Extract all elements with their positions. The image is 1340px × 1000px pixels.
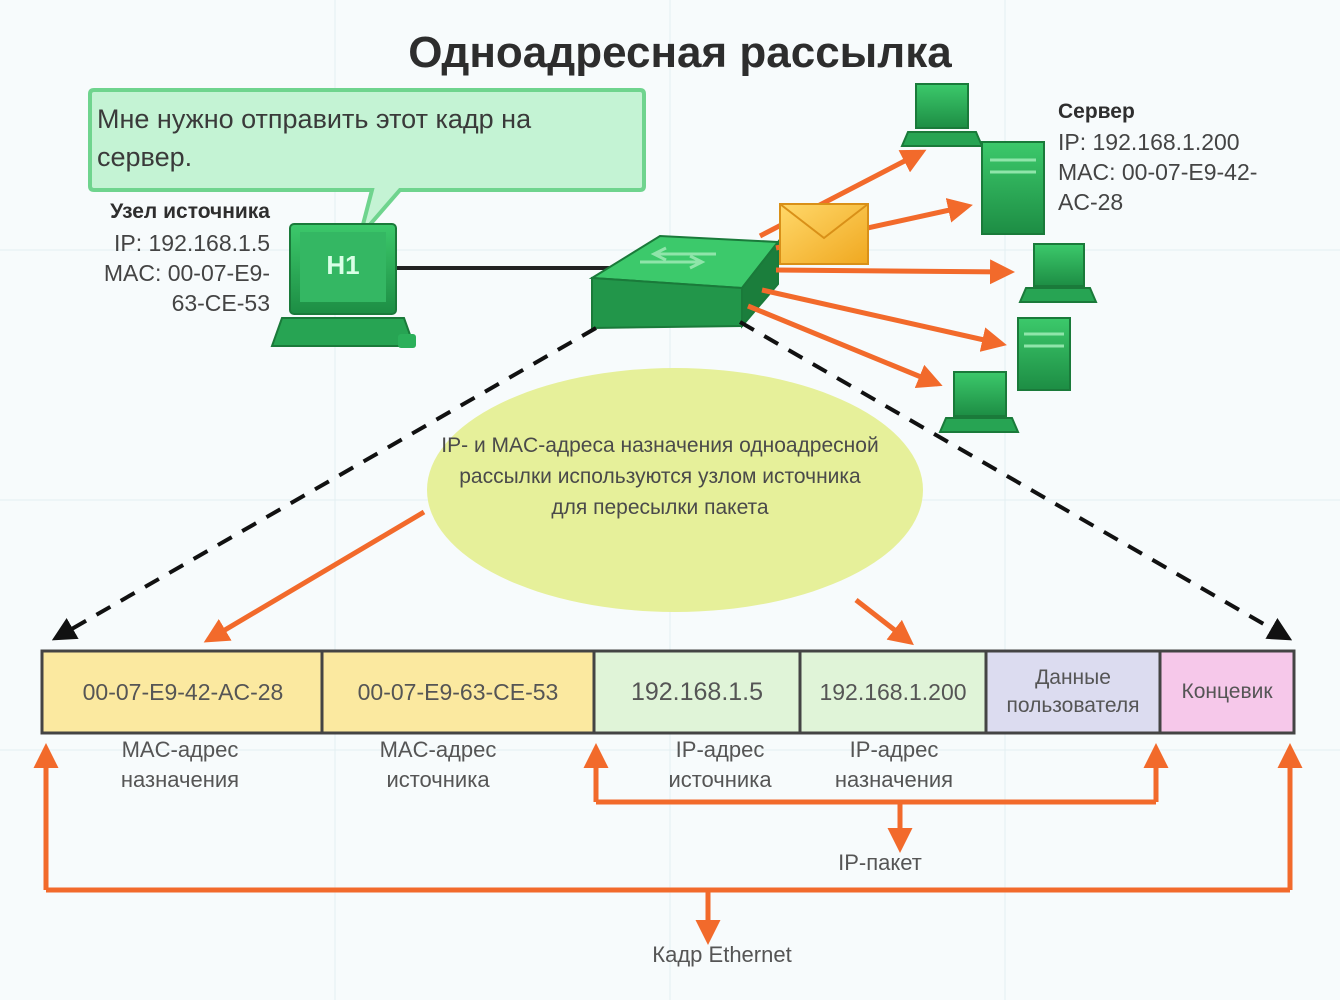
server-icon-lower [1017, 317, 1071, 391]
label-source-mac: MAC-адрес источника [338, 735, 538, 795]
server-mac-line1: MAC: 00-07-E9-42- [1058, 159, 1258, 185]
ip-packet-bracket [583, 743, 1169, 853]
cell-user-data-line2: пользователя [1006, 694, 1140, 717]
switch-icon [588, 234, 780, 330]
pc-icon-bottom [938, 371, 1020, 433]
ethernet-frame-cells [40, 649, 1296, 735]
ethernet-frame-bracket [33, 743, 1303, 945]
page-title: Одноадресная рассылка [408, 28, 952, 77]
envelope-icon [779, 203, 869, 265]
explanation-ellipse [427, 368, 923, 612]
label-source-ip-line2: источника [668, 767, 772, 792]
label-destination-ip: IP-адрес назначения [794, 735, 994, 795]
label-source-ip-line1: IP-адрес [675, 737, 765, 762]
source-node-title: Узел источника [110, 200, 270, 223]
pc-icon-middle [1018, 243, 1098, 303]
cell-trailer: Концевик [1181, 680, 1273, 703]
label-destination-ip-line1: IP-адрес [849, 737, 939, 762]
source-node-mac-line1: MAC: 00-07-E9- [103, 260, 270, 286]
ip-packet-label: IP-пакет [838, 850, 922, 875]
server-title: Сервер [1058, 100, 1135, 123]
server-icon [981, 141, 1045, 235]
label-source-mac-line1: MAC-адрес [379, 737, 497, 762]
switch-flood-arrows [747, 149, 1015, 388]
ellipse-pointer-arrows [203, 509, 914, 646]
label-source-mac-line2: источника [386, 767, 490, 792]
cell-destination-ip: 192.168.1.200 [819, 678, 967, 705]
zoom-dashed-lines [51, 320, 1293, 641]
label-source-ip: IP-адрес источника [620, 735, 820, 795]
speech-bubble [88, 88, 646, 238]
ethernet-frame-label: Кадр Ethernet [652, 942, 792, 967]
ellipse-text: IP- и MAC-адреса назначения одноадресной… [441, 434, 879, 519]
cell-destination-mac: 00-07-E9-42-AC-28 [82, 678, 284, 705]
pc-icon-top [900, 83, 984, 147]
label-destination-mac: MAC-адрес назначения [80, 735, 280, 795]
cell-source-ip: 192.168.1.5 [630, 677, 764, 706]
cell-source-mac: 00-07-E9-63-CE-53 [357, 678, 559, 705]
host-label: H1 [326, 250, 360, 280]
source-node-mac-line2: 63-CE-53 [171, 290, 270, 316]
cell-user-data-line1: Данные [1035, 666, 1111, 689]
label-destination-ip-line2: назначения [834, 767, 954, 792]
source-node-ip: IP: 192.168.1.5 [113, 230, 270, 256]
speech-bubble-text: Мне нужно отправить этот кадр на сервер. [97, 104, 532, 172]
server-ip: IP: 192.168.1.200 [1058, 129, 1240, 155]
host-computer-icon [270, 223, 416, 348]
label-destination-mac-line1: MAC-адрес [121, 737, 239, 762]
server-mac-line2: AC-28 [1058, 189, 1124, 215]
label-destination-mac-line2: назначения [120, 767, 240, 792]
cell-user-data: Данные пользователя [986, 653, 1160, 731]
